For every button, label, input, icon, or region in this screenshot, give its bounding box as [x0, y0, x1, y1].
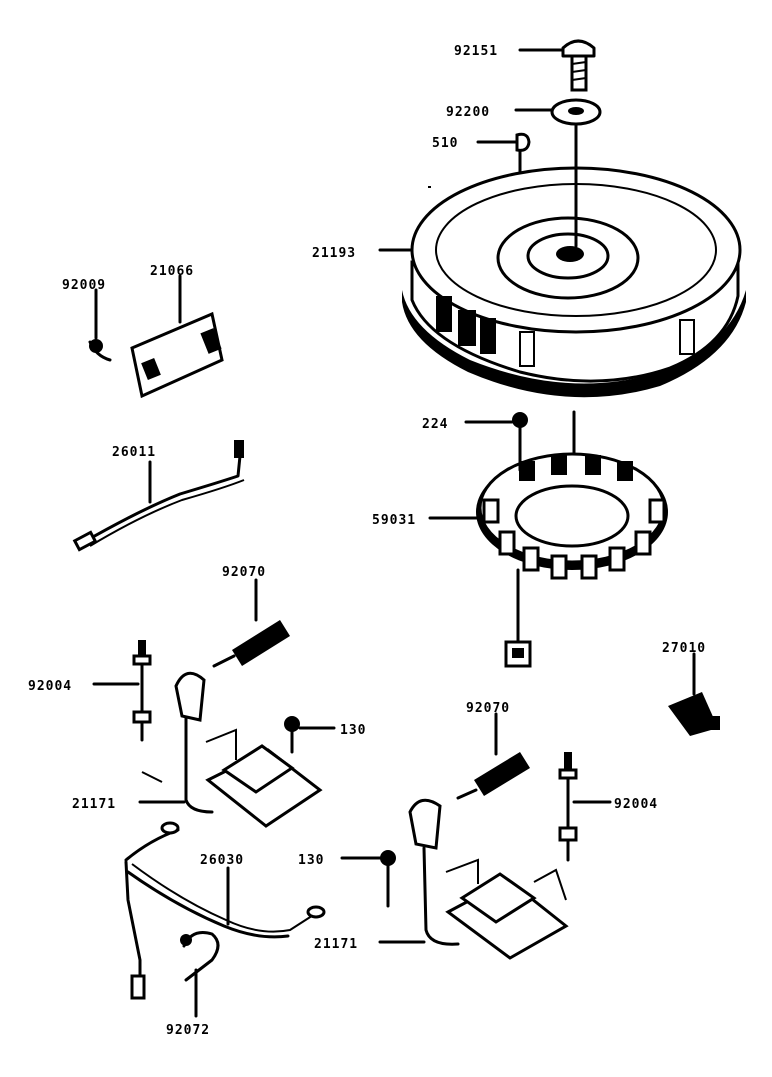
- label-screw-regulator: 92009: [62, 278, 106, 293]
- label-coil-left: 21171: [72, 797, 116, 812]
- diode: [668, 652, 720, 736]
- label-stud-right: 92004: [614, 797, 658, 812]
- label-stud-left: 92004: [28, 679, 72, 694]
- label-spark-plug-right: 92070: [466, 701, 510, 716]
- washer-top: [514, 98, 602, 126]
- label-bolt-top: 92151: [454, 44, 498, 59]
- coil-left: [138, 671, 336, 828]
- label-bolt-coil-left: 130: [340, 723, 366, 738]
- stray-mark: [428, 186, 431, 188]
- label-flywheel: 21193: [312, 246, 356, 261]
- label-regulator: 21066: [150, 264, 194, 279]
- harness: [124, 821, 326, 1000]
- label-coil-right: 21171: [314, 937, 358, 952]
- label-spark-plug-left: 92070: [222, 565, 266, 580]
- label-key: 510: [432, 136, 458, 151]
- label-harness: 26030: [200, 853, 244, 868]
- label-bolt-coil-right: 130: [298, 853, 324, 868]
- label-screw-stator: 224: [422, 417, 448, 432]
- label-clamp: 92072: [166, 1023, 210, 1038]
- spark-plug-right: [456, 712, 530, 800]
- stud-right: [558, 752, 612, 862]
- stud-left: [92, 640, 152, 742]
- clamp: [180, 931, 220, 1018]
- label-diode: 27010: [662, 641, 706, 656]
- stator: [428, 412, 668, 668]
- label-stator: 59031: [372, 513, 416, 528]
- label-lead-wire: 26011: [112, 445, 156, 460]
- lead-wire: [72, 440, 245, 552]
- regulator: [88, 274, 224, 399]
- spark-plug-left: [212, 578, 290, 668]
- flywheel: [378, 122, 746, 462]
- label-washer-top: 92200: [446, 105, 490, 120]
- bolt-top: [518, 39, 596, 92]
- coil-right: [340, 798, 569, 960]
